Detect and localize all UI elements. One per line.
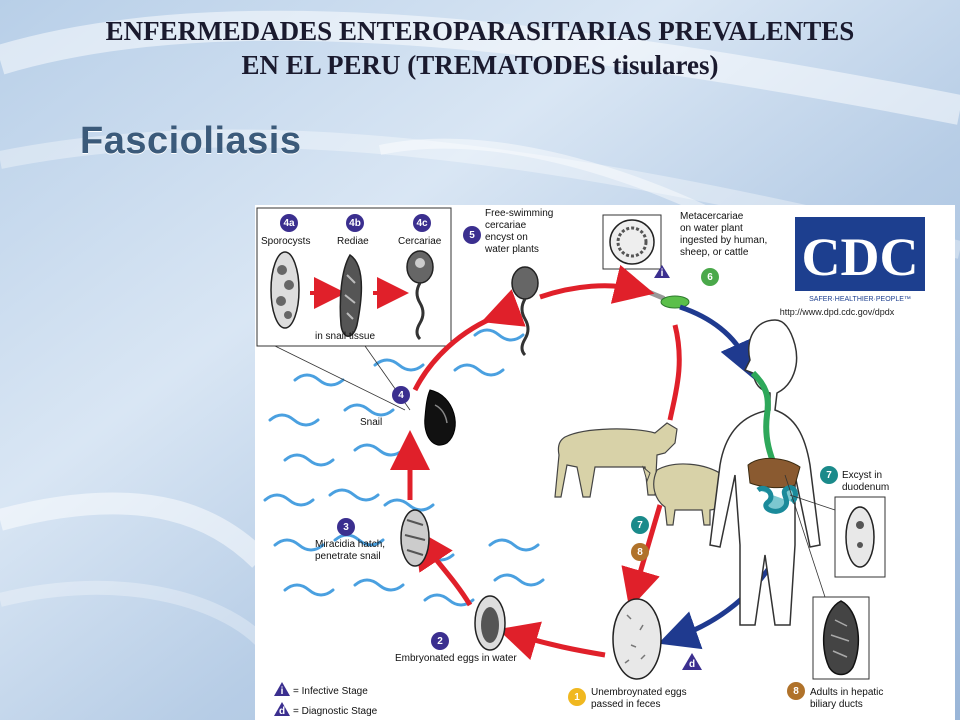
arrow-5-6 — [539, 264, 655, 304]
arrow-6-human — [679, 304, 758, 381]
badge-4a — [280, 214, 298, 232]
badge-1-text: 1 — [574, 692, 580, 703]
badge-4 — [392, 386, 410, 404]
label-in-snail-tissue: in snail tissue — [315, 331, 375, 342]
badge-8 — [787, 682, 805, 700]
title-line-1: ENFERMEDADES ENTEROPARASITARIAS PREVALEN… — [105, 16, 855, 46]
badge-8-host — [631, 543, 649, 561]
badge-8-host-text: 8 — [637, 547, 643, 558]
unembryonated-egg-illustration — [612, 598, 662, 680]
label-snail: Snail — [360, 417, 382, 428]
arrow-1-2 — [497, 621, 606, 660]
diagnostic-stage-badge-text: d — [689, 659, 695, 670]
label-s8-line1: Adults in hepatic — [810, 687, 883, 698]
redia-illustration — [339, 253, 363, 337]
badge-5 — [463, 226, 481, 244]
excysted-fluke-illustration — [845, 506, 875, 568]
legend-diagnostic-label: = Diagnostic Stage — [293, 706, 378, 717]
stage-1: d 1 Unembroynated eggs passed in feces — [568, 598, 702, 710]
label-s6-line3: ingested by human, — [680, 235, 767, 246]
cdc-tagline: SAFER·HEALTHIER·PEOPLE™ — [809, 296, 911, 303]
cercaria-illustration — [406, 250, 434, 341]
label-s3-line1: Miracidia hatch, — [315, 539, 385, 550]
stage-4: 4 Snail — [360, 386, 456, 446]
intestine-illustration — [756, 485, 798, 514]
legend-infective-badge — [274, 682, 290, 696]
human-illustration — [709, 319, 821, 626]
badge-4b — [346, 214, 364, 232]
badge-5-text: 5 — [469, 230, 475, 241]
badge-7 — [820, 466, 838, 484]
badge-8-text: 8 — [793, 686, 799, 697]
label-s1-line2: passed in feces — [591, 699, 661, 710]
label-s5-line2: cercariae — [485, 220, 527, 231]
legend: i = Infective Stage d = Diagnostic Stage — [274, 682, 378, 717]
badge-4c — [413, 214, 431, 232]
label-s6-line2: on water plant — [680, 223, 743, 234]
badge-4-text: 4 — [398, 390, 404, 401]
label-sporocysts: Sporocysts — [261, 236, 310, 247]
slide-title: ENFERMEDADES ENTEROPARASITARIAS PREVALEN… — [0, 14, 960, 82]
snail-tissue-inset: 4a Sporocysts 4b Rediae 4c Cercariae in … — [256, 207, 452, 347]
stage-3: 3 Miracidia hatch, penetrate snail — [315, 509, 430, 567]
arrow-4-5 — [412, 289, 526, 392]
sporocyst-illustration — [270, 251, 300, 329]
label-s3-line2: penetrate snail — [315, 551, 381, 562]
legend-infective-label: = Infective Stage — [293, 686, 368, 697]
cdc-logo: CDC SAFER·HEALTHIER·PEOPLE™ http://www.d… — [780, 217, 925, 317]
badge-7-text: 7 — [826, 470, 832, 481]
legend-diagnostic-badge-text: d — [279, 706, 285, 717]
title-line-2: EN EL PERU (TREMATODES tisulares) — [241, 50, 719, 80]
label-s6-line1: Metacercariae — [680, 211, 744, 222]
label-s6-line4: sheep, or cattle — [680, 247, 749, 258]
infective-stage-badge-text: i — [661, 268, 664, 279]
badge-6-text: 6 — [707, 272, 713, 283]
badge-2 — [431, 632, 449, 650]
life-cycle-diagram: 4a Sporocysts 4b Rediae 4c Cercariae in … — [255, 205, 955, 720]
badge-2-text: 2 — [437, 636, 443, 647]
connector-line-a — [274, 345, 406, 411]
badge-3-text: 3 — [343, 522, 349, 533]
label-s5-line4: water plants — [484, 244, 539, 255]
label-s2: Embryonated eggs in water — [395, 653, 517, 664]
label-s5-line3: encyst on — [485, 232, 528, 243]
badge-7-host-text: 7 — [637, 520, 643, 531]
label-s8-line2: biliary ducts — [810, 699, 863, 710]
badge-3 — [337, 518, 355, 536]
cdc-url: http://www.dpd.cdc.gov/dpdx — [780, 307, 895, 317]
infective-stage-badge — [654, 265, 670, 278]
stage-8: 8 Adults in hepatic biliary ducts — [784, 474, 883, 710]
metacercaria-illustration — [609, 219, 655, 265]
legend-infective-badge-text: i — [281, 686, 284, 697]
label-s7-line2: duodenum — [842, 482, 889, 493]
legend-diagnostic-badge — [274, 702, 290, 716]
badge-1 — [568, 688, 586, 706]
snail-illustration — [424, 389, 456, 446]
sheep-illustration — [642, 463, 725, 526]
label-rediae: Rediae — [337, 236, 369, 247]
cdc-logo-text: CDC — [802, 227, 919, 287]
badge-4a-text: 4a — [283, 218, 295, 229]
stage-2: 2 Embryonated eggs in water — [395, 595, 517, 664]
cercaria-free-illustration — [511, 266, 539, 300]
label-s5-line1: Free-swimming — [485, 208, 553, 219]
liver-illustration — [747, 458, 801, 489]
badge-4b-text: 4b — [349, 218, 361, 229]
stage-7: 7 Excyst in duodenum — [789, 466, 889, 578]
badge-7-host — [631, 516, 649, 534]
label-s1-line1: Unembroynated eggs — [591, 687, 687, 698]
label-s7-line1: Excyst in — [842, 470, 882, 481]
badge-6 — [701, 268, 719, 286]
badge-4c-text: 4c — [416, 218, 428, 229]
label-cercariae: Cercariae — [398, 236, 442, 247]
arrow-6-host — [667, 324, 682, 421]
diagnostic-stage-badge — [682, 653, 702, 670]
slide-subtitle: Fascioliasis — [80, 120, 302, 162]
cycle-arrows-red — [390, 264, 682, 660]
stage-6: Metacercariae on water plant ingested by… — [602, 211, 767, 309]
